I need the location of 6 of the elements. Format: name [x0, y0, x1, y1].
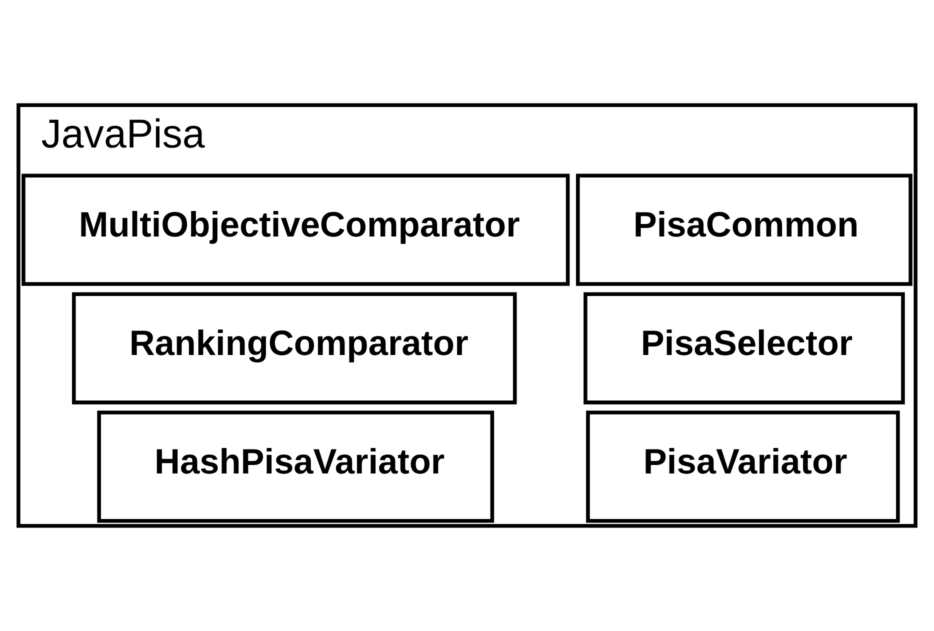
- node-box: PisaSelector: [584, 292, 905, 404]
- node-box: HashPisaVariator: [97, 410, 494, 523]
- node-box: PisaVariator: [586, 410, 900, 523]
- node-box: MultiObjectiveComparator: [22, 174, 570, 286]
- node-box: PisaCommon: [576, 174, 912, 286]
- node-box: RankingComparator: [72, 292, 517, 404]
